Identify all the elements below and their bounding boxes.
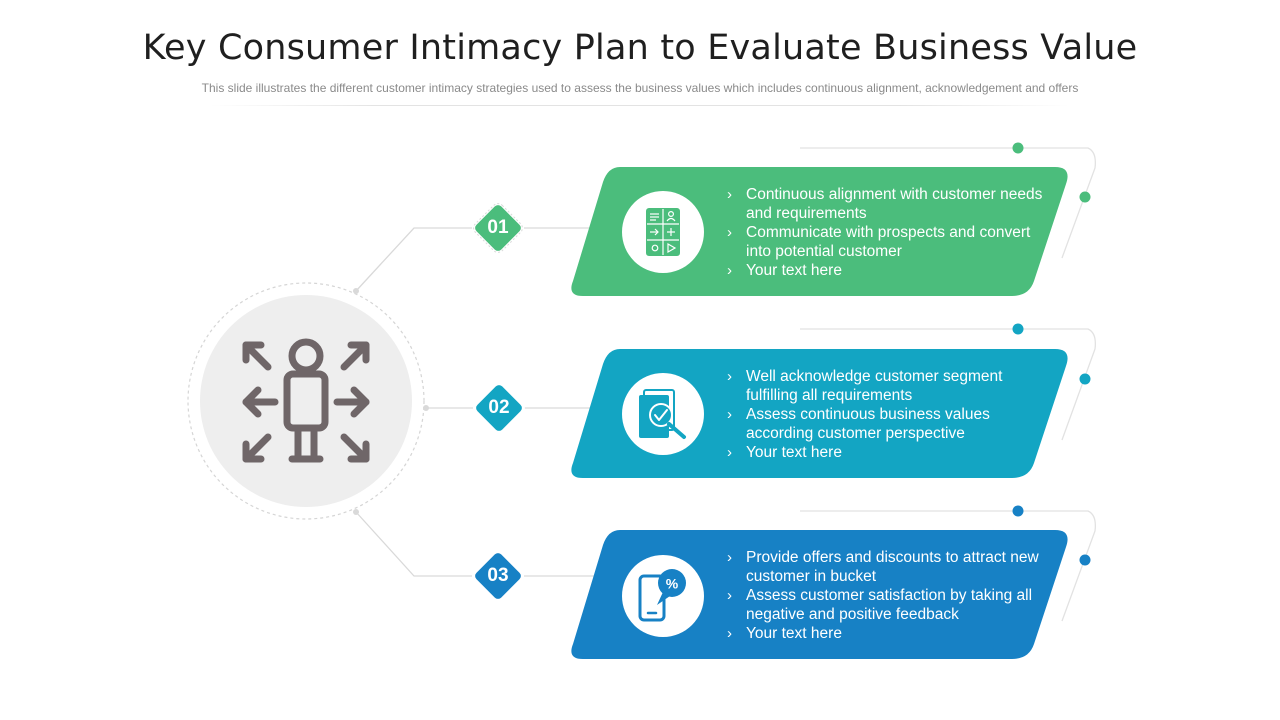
step-1-text: Continuous alignment with customer needs… [727, 185, 1057, 280]
checklist-grid-icon [646, 208, 680, 256]
step-1-bullet-2: Communicate with prospects and convert i… [727, 223, 1057, 261]
step-2-bullet-3: Your text here [727, 443, 1057, 462]
center-hub [187, 282, 429, 520]
connector-lines [355, 227, 600, 577]
step-3-bullet-2: Assess customer satisfaction by taking a… [727, 586, 1057, 624]
step-1-bullet-3: Your text here [727, 261, 1057, 280]
step-1-bullet-1: Continuous alignment with customer needs… [727, 185, 1057, 223]
step-number-2: 02 [488, 397, 510, 418]
person-arrows-icon [242, 338, 370, 463]
step-2-text: Well acknowledge customer segment fulfil… [727, 367, 1057, 462]
step-2-bullet-2: Assess continuous business values accord… [727, 405, 1057, 443]
step-2-bullet-1: Well acknowledge customer segment fulfil… [727, 367, 1057, 405]
mobile-discount-icon: % [638, 569, 686, 622]
title-divider [210, 105, 1070, 106]
step-number-3: 03 [487, 565, 509, 586]
step-number-1: 01 [487, 217, 509, 238]
number-diamonds [472, 202, 525, 602]
document-magnifier-icon [639, 389, 686, 439]
slide-title: Key Consumer Intimacy Plan to Evaluate B… [142, 28, 1138, 68]
step-3-text: Provide offers and discounts to attract … [727, 548, 1057, 643]
step-3-bullet-3: Your text here [727, 624, 1057, 643]
slide-subtitle: This slide illustrates the different cus… [201, 81, 1079, 95]
svg-text:%: % [666, 576, 679, 592]
step-3-bullet-1: Provide offers and discounts to attract … [727, 548, 1057, 586]
